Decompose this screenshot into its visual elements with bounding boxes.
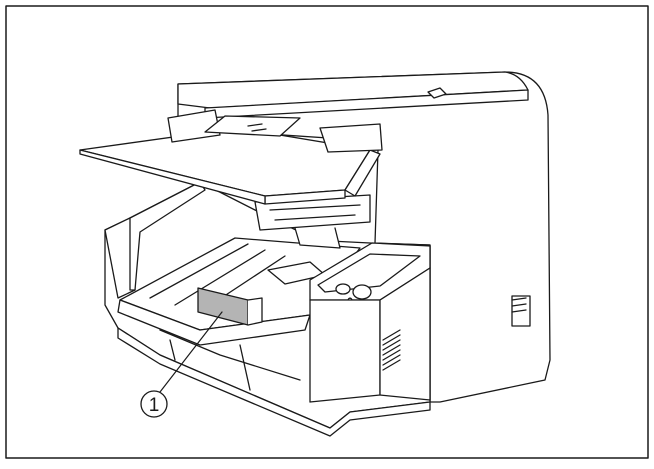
- side-port: [511, 295, 531, 327]
- callout-label: 1: [149, 395, 160, 416]
- document-marking: [247, 123, 267, 132]
- callout-circle: [140, 390, 168, 418]
- vent-slots: [382, 329, 401, 371]
- side-port-icon: [511, 297, 527, 313]
- scanner-housing: [177, 71, 551, 403]
- feed-tray-front: [79, 149, 266, 205]
- figure-frame: [5, 5, 649, 459]
- base-detail: [159, 329, 301, 391]
- callout-leader: [159, 311, 223, 393]
- lid-latch-icon: [427, 87, 447, 99]
- panel-face: [317, 253, 421, 293]
- feed-tray-side: [344, 149, 381, 197]
- paper-stopper-side: [247, 297, 263, 326]
- roller-lines: [269, 204, 361, 221]
- paper-guide-right: [319, 123, 383, 153]
- panel-side: [379, 267, 431, 401]
- base-plate: [117, 327, 431, 437]
- start-button: [335, 283, 351, 295]
- tray-front: [117, 299, 311, 346]
- paper-guide-left: [167, 109, 221, 143]
- stop-button: [352, 284, 372, 300]
- roller-guide: [294, 227, 341, 249]
- panel-front: [309, 299, 381, 403]
